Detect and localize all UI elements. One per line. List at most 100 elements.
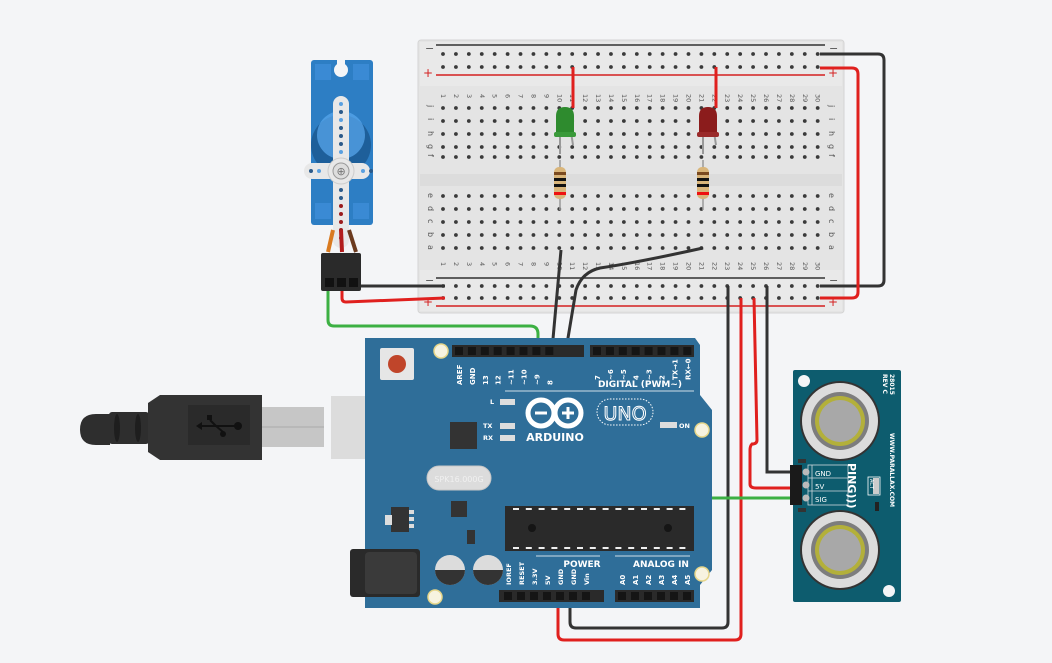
header-pin[interactable] <box>631 347 640 355</box>
breadboard-hole[interactable] <box>815 145 820 149</box>
breadboard-hole[interactable] <box>673 246 678 250</box>
rail-hole[interactable] <box>621 296 626 300</box>
breadboard-hole[interactable] <box>454 155 458 159</box>
rail-hole[interactable] <box>466 296 471 300</box>
rail-hole[interactable] <box>621 65 626 69</box>
header-pin[interactable] <box>569 592 577 600</box>
breadboard-hole[interactable] <box>544 207 549 211</box>
breadboard-hole[interactable] <box>777 132 781 136</box>
breadboard-hole[interactable] <box>634 207 639 211</box>
breadboard-hole[interactable] <box>609 106 613 110</box>
breadboard-hole[interactable] <box>634 194 639 198</box>
breadboard-hole[interactable] <box>518 233 523 237</box>
breadboard-hole[interactable] <box>789 155 794 159</box>
breadboard-hole[interactable] <box>647 145 652 149</box>
rail-hole[interactable] <box>557 52 562 56</box>
breadboard-hole[interactable] <box>777 119 781 123</box>
header-pin[interactable] <box>582 592 590 600</box>
breadboard-hole[interactable] <box>815 220 820 224</box>
rail-hole[interactable] <box>492 65 497 69</box>
header-pin[interactable] <box>545 347 554 355</box>
rail-hole[interactable] <box>647 65 652 69</box>
breadboard-hole[interactable] <box>660 207 665 211</box>
header-pin[interactable] <box>657 347 666 355</box>
rail-hole[interactable] <box>673 65 678 69</box>
breadboard-hole[interactable] <box>570 155 575 159</box>
rail-hole[interactable] <box>505 52 510 56</box>
rail-hole[interactable] <box>479 52 484 56</box>
rail-hole[interactable] <box>789 65 794 69</box>
wire-black-led1-pin10[interactable] <box>550 249 563 351</box>
rail-hole[interactable] <box>454 296 458 300</box>
rail-hole[interactable] <box>777 296 781 300</box>
breadboard-hole[interactable] <box>557 155 562 159</box>
breadboard-hole[interactable] <box>647 119 652 123</box>
header-pin[interactable] <box>683 592 691 600</box>
header-pin[interactable] <box>455 347 463 355</box>
breadboard-hole[interactable] <box>764 155 768 159</box>
breadboard-hole[interactable] <box>673 194 678 198</box>
breadboard-hole[interactable] <box>686 233 691 237</box>
breadboard-hole[interactable] <box>660 106 665 110</box>
wire-red-rail-jumper[interactable] <box>820 66 860 300</box>
breadboard-hole[interactable] <box>815 246 820 250</box>
breadboard-hole[interactable] <box>441 220 445 224</box>
breadboard-hole[interactable] <box>815 233 820 237</box>
rail-hole[interactable] <box>479 284 484 288</box>
breadboard-hole[interactable] <box>596 220 600 224</box>
breadboard-hole[interactable] <box>583 155 588 159</box>
rail-hole[interactable] <box>777 65 781 69</box>
breadboard-hole[interactable] <box>686 119 691 123</box>
wire-black-rail-jumper[interactable] <box>820 52 886 288</box>
breadboard-hole[interactable] <box>725 233 730 237</box>
breadboard-hole[interactable] <box>544 155 549 159</box>
rail-hole[interactable] <box>789 52 794 56</box>
breadboard-hole[interactable] <box>441 246 445 250</box>
breadboard-hole[interactable] <box>441 207 445 211</box>
breadboard-hole[interactable] <box>518 220 523 224</box>
breadboard-hole[interactable] <box>647 194 652 198</box>
rail-hole[interactable] <box>815 65 820 69</box>
rail-hole[interactable] <box>454 52 458 56</box>
breadboard-hole[interactable] <box>802 246 807 250</box>
breadboard-hole[interactable] <box>518 207 523 211</box>
rail-hole[interactable] <box>466 52 471 56</box>
rail-hole[interactable] <box>518 52 523 56</box>
breadboard-hole[interactable] <box>531 106 536 110</box>
breadboard-hole[interactable] <box>634 246 639 250</box>
breadboard-hole[interactable] <box>544 220 549 224</box>
servo-horn[interactable]: ⊕ <box>304 96 373 248</box>
breadboard-hole[interactable] <box>712 194 717 198</box>
breadboard-hole[interactable] <box>596 145 600 149</box>
breadboard-hole[interactable] <box>531 119 536 123</box>
breadboard-hole[interactable] <box>673 207 678 211</box>
wire-red-servo-power[interactable] <box>340 290 446 304</box>
breadboard-hole[interactable] <box>544 145 549 149</box>
breadboard-hole[interactable] <box>802 119 807 123</box>
breadboard-hole[interactable] <box>647 207 652 211</box>
breadboard-hole[interactable] <box>596 207 600 211</box>
breadboard-hole[interactable] <box>583 246 588 250</box>
breadboard-hole[interactable] <box>609 132 613 136</box>
breadboard-hole[interactable] <box>725 145 730 149</box>
breadboard-hole[interactable] <box>712 155 717 159</box>
rail-hole[interactable] <box>725 52 730 56</box>
breadboard-hole[interactable] <box>738 194 743 198</box>
header-pin[interactable] <box>519 347 528 355</box>
rail-hole[interactable] <box>583 284 588 288</box>
breadboard-hole[interactable] <box>441 194 445 198</box>
header-pin[interactable] <box>506 347 515 355</box>
breadboard-hole[interactable] <box>686 106 691 110</box>
breadboard-hole[interactable] <box>505 194 510 198</box>
breadboard-hole[interactable] <box>466 155 471 159</box>
rail-hole[interactable] <box>466 284 471 288</box>
breadboard-hole[interactable] <box>712 233 717 237</box>
rail-hole[interactable] <box>686 65 691 69</box>
breadboard-hole[interactable] <box>751 119 755 123</box>
breadboard-hole[interactable] <box>505 220 510 224</box>
breadboard-hole[interactable] <box>686 132 691 136</box>
breadboard-hole[interactable] <box>492 132 497 136</box>
rail-hole[interactable] <box>570 284 575 288</box>
breadboard-hole[interactable] <box>621 220 626 224</box>
breadboard-hole[interactable] <box>621 207 626 211</box>
